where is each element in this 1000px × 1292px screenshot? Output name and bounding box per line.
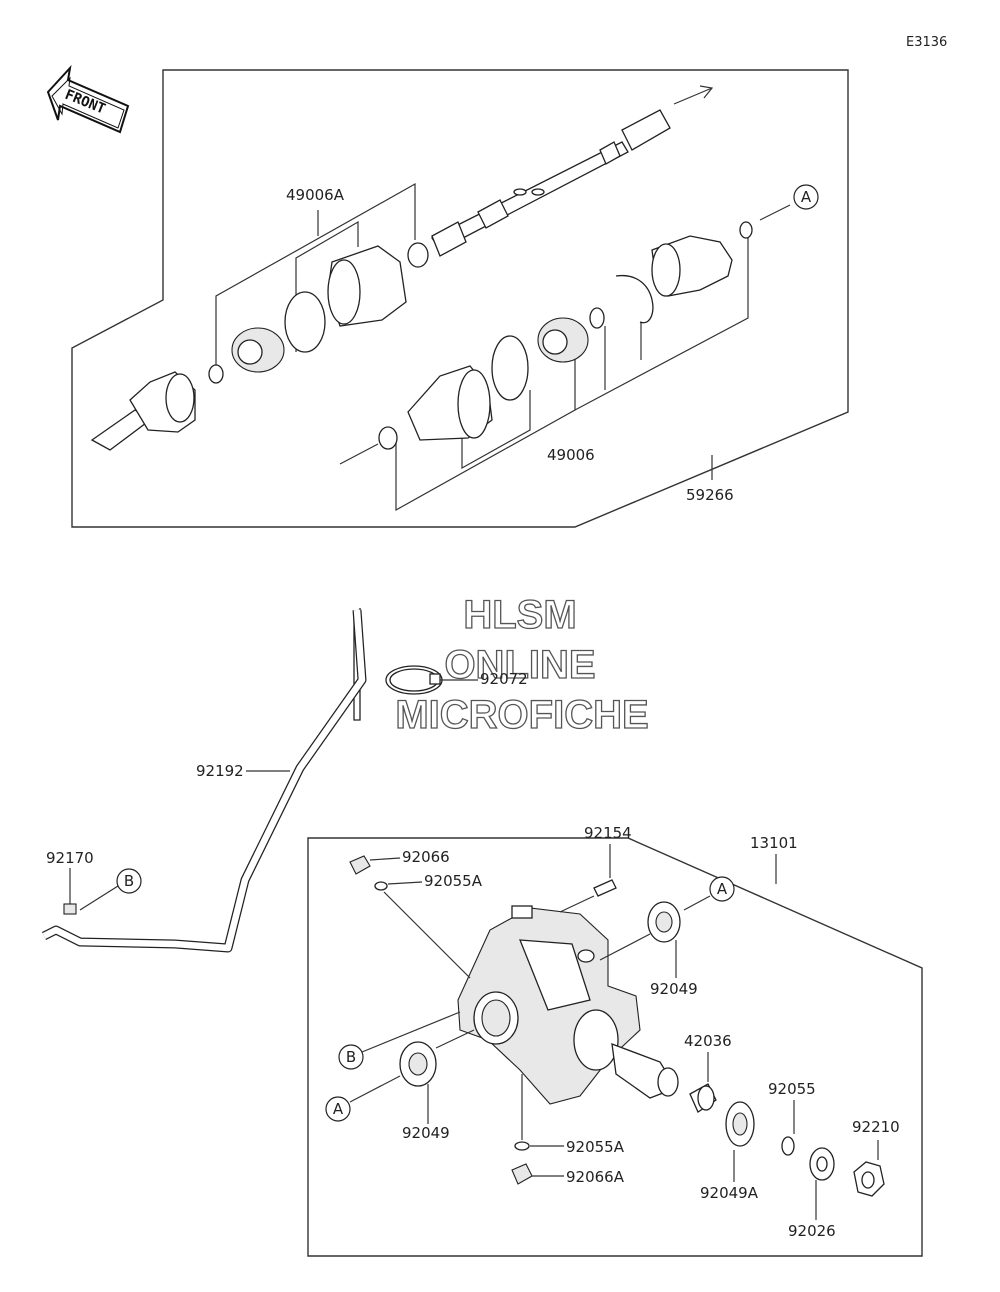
nut-92210 <box>853 1161 885 1197</box>
bearing-race-lower <box>537 317 589 363</box>
boot-band <box>284 291 326 353</box>
o-ring-92055A <box>374 881 388 891</box>
drain-plug-92066A <box>511 1163 533 1185</box>
oil-seal-92049A <box>725 1101 755 1147</box>
label-92066: 92066 <box>402 848 450 866</box>
leader-92055A-housing <box>383 891 471 979</box>
watermark: HLSM ONLINE MICROFICHE <box>395 592 650 737</box>
leader-92066 <box>369 857 401 861</box>
differential-group-frame <box>307 837 923 1257</box>
svg-text:HLSM: HLSM <box>463 593 576 637</box>
label-92049-right: 92049 <box>650 980 698 998</box>
label-92210: 92210 <box>852 1118 900 1136</box>
small-ring <box>407 242 429 268</box>
differential-housing <box>457 905 679 1105</box>
bolt-92154 <box>593 879 617 897</box>
ref-marker-a-left: A <box>325 1096 351 1122</box>
cv-boot-lower <box>407 365 493 441</box>
boot-band-lower <box>491 335 529 401</box>
svg-text:A: A <box>333 1100 344 1118</box>
end-circlip <box>739 221 753 239</box>
axle-shaft <box>431 85 714 257</box>
front-arrow-icon: FRONT <box>46 64 130 134</box>
o-ring-92055A-bottom <box>514 1141 530 1151</box>
oil-seal-92049-right <box>647 901 681 943</box>
spacer-42036 <box>689 1083 717 1113</box>
label-92055: 92055 <box>768 1080 816 1098</box>
inner-bearing-race <box>231 327 285 373</box>
washer-92026 <box>809 1147 835 1181</box>
label-59266: 59266 <box>686 486 734 504</box>
ref-marker-b-housing: B <box>338 1044 364 1070</box>
leader-b-hose <box>79 885 119 911</box>
ref-marker-b-hose: B <box>116 868 142 894</box>
oil-seal-92049-left <box>399 1041 437 1087</box>
lower-shaft-arrow <box>339 443 379 465</box>
ref-marker-a-right: A <box>709 876 735 902</box>
lower-circlip <box>589 307 605 329</box>
label-92066A: 92066A <box>566 1168 625 1186</box>
label-92170: 92170 <box>46 849 94 867</box>
label-92055A-bottom: 92055A <box>566 1138 625 1156</box>
drain-plug-92066 <box>349 855 371 875</box>
hose-clamp <box>385 665 443 695</box>
cv-boot-upper <box>327 245 407 327</box>
leader-a-left <box>349 1075 401 1103</box>
label-92154: 92154 <box>584 824 632 842</box>
label-49006A: 49006A <box>286 186 345 204</box>
leader-bolt-housing <box>559 895 595 913</box>
label-42036: 42036 <box>684 1032 732 1050</box>
leader-seal-housing <box>599 933 651 961</box>
label-13101: 13101 <box>750 834 798 852</box>
snap-ring <box>615 275 654 324</box>
label-49006: 49006 <box>547 446 595 464</box>
o-ring-92055 <box>781 1136 795 1156</box>
shaft-leaders <box>215 182 791 512</box>
svg-text:MICROFICHE: MICROFICHE <box>395 693 648 737</box>
svg-text:A: A <box>801 188 812 206</box>
label-92192: 92192 <box>196 762 244 780</box>
ref-marker-a-shaft: A <box>793 184 819 210</box>
svg-text:A: A <box>717 880 728 898</box>
leader-seal-left-housing <box>435 1029 475 1049</box>
label-92049-left: 92049 <box>402 1124 450 1142</box>
leader-b-housing <box>361 1011 461 1053</box>
outer-cv-joint <box>90 371 196 451</box>
label-92055A: 92055A <box>424 872 483 890</box>
label-92026: 92026 <box>788 1222 836 1240</box>
svg-text:B: B <box>346 1048 356 1066</box>
label-92049A: 92049A <box>700 1184 759 1202</box>
leader-92055A <box>387 881 423 885</box>
label-92072: 92072 <box>480 670 528 688</box>
shaft-group-frame <box>71 69 849 528</box>
hose-clip <box>63 903 77 915</box>
leader-a-right <box>683 895 711 911</box>
lower-ring <box>378 426 398 450</box>
diagram-code: E3136 <box>906 35 947 50</box>
circlip <box>208 364 224 384</box>
inner-cv-joint <box>651 235 733 297</box>
svg-text:B: B <box>124 872 134 890</box>
